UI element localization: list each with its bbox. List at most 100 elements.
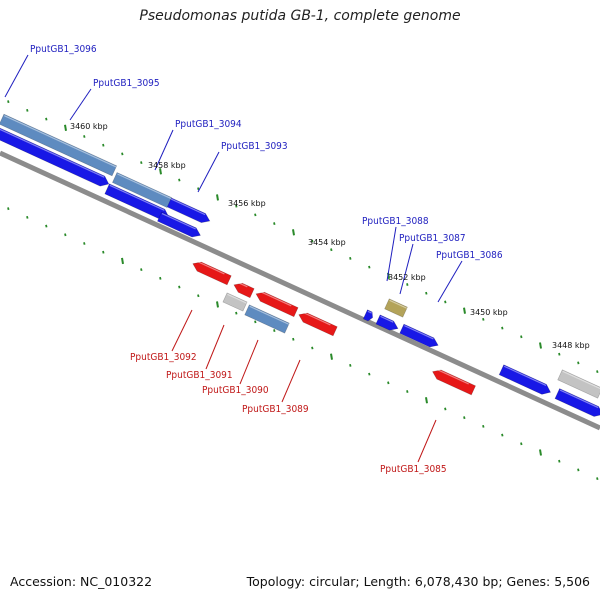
minor-tick-mark	[178, 285, 181, 289]
minor-tick-mark	[26, 215, 29, 219]
gene-label[interactable]: PputGB1_3094	[175, 119, 242, 130]
minor-tick-mark	[83, 135, 86, 138]
minor-tick-mark	[577, 468, 580, 472]
accession-text: Accession: NC_010322	[10, 574, 153, 589]
kbp-tick-label: 3458 kbp	[148, 161, 186, 170]
gene-label[interactable]: PputGB1_3088	[362, 216, 429, 227]
cds-feature-arrow[interactable]	[244, 304, 290, 334]
minor-tick-mark	[102, 250, 105, 254]
label-leader-line	[399, 243, 414, 295]
minor-tick-mark	[292, 337, 295, 341]
kbp-tick-label: 3448 kbp	[552, 341, 590, 350]
kbp-tick-label: 3452 kbp	[388, 273, 426, 282]
gene-label[interactable]: PputGB1_3086	[436, 250, 503, 261]
pseudogene-feature[interactable]	[557, 369, 600, 399]
gene-label[interactable]: PputGB1_3095	[93, 78, 160, 89]
minor-tick-mark	[273, 222, 276, 226]
minor-tick-mark	[425, 291, 428, 295]
minor-tick-mark	[235, 204, 238, 208]
gene-label[interactable]: PputGB1_3091	[166, 370, 233, 381]
reverse-cds-arrow[interactable]	[232, 280, 255, 299]
label-leader-line	[281, 359, 301, 403]
gene-label[interactable]: PputGB1_3096	[30, 44, 97, 55]
minor-tick-mark	[368, 372, 371, 376]
minor-tick-mark	[159, 276, 162, 280]
major-tick-mark	[425, 397, 428, 404]
kbp-tick-label: 3456 kbp	[228, 199, 266, 208]
minor-tick-mark	[596, 477, 599, 481]
minor-tick-mark	[596, 370, 599, 374]
cds-feature-arrow[interactable]	[0, 113, 118, 177]
minor-tick-mark	[482, 424, 485, 428]
forward-cds-arrow[interactable]	[399, 323, 441, 350]
gene-label[interactable]: PputGB1_3092	[130, 352, 197, 363]
label-leader-line	[239, 339, 259, 385]
minor-tick-mark	[406, 283, 409, 286]
minor-tick-mark	[577, 361, 580, 365]
label-leader-line	[4, 54, 29, 98]
minor-tick-mark	[520, 335, 523, 339]
minor-tick-mark	[330, 248, 333, 252]
minor-tick-mark	[349, 256, 352, 260]
inner-tick-ring	[7, 207, 599, 481]
minor-tick-mark	[45, 224, 48, 228]
major-tick-mark	[539, 449, 542, 456]
minor-tick-mark	[140, 161, 143, 165]
forward-cds-arrow[interactable]	[375, 314, 400, 333]
minor-tick-mark	[140, 268, 143, 272]
rna-feature[interactable]	[384, 298, 408, 318]
reverse-cds-arrow[interactable]	[254, 289, 299, 318]
minor-tick-mark	[463, 416, 466, 420]
label-leader-line	[417, 419, 437, 463]
minor-tick-mark	[254, 213, 257, 217]
minor-tick-mark	[349, 363, 352, 367]
minor-tick-mark	[406, 390, 409, 393]
gene-label[interactable]: PputGB1_3090	[202, 385, 269, 396]
minor-tick-mark	[83, 242, 86, 245]
cds-feature-arrow[interactable]	[112, 172, 172, 208]
minor-tick-mark	[558, 459, 561, 463]
minor-tick-mark	[311, 239, 314, 243]
label-leader-line	[205, 324, 225, 370]
reverse-cds-arrow[interactable]	[191, 259, 232, 286]
minor-tick-mark	[368, 265, 371, 269]
minor-tick-mark	[102, 143, 105, 147]
minor-tick-mark	[520, 442, 523, 446]
major-tick-mark	[539, 342, 542, 349]
minor-tick-mark	[235, 311, 238, 315]
minor-tick-mark	[311, 346, 314, 350]
minor-tick-mark	[501, 326, 504, 330]
gene-label[interactable]: PputGB1_3089	[242, 404, 309, 415]
reverse-cds-arrow[interactable]	[430, 367, 476, 396]
genome-backbone	[0, 150, 600, 431]
gene-label[interactable]: PputGB1_3093	[221, 141, 288, 152]
minor-tick-mark	[26, 108, 29, 112]
minor-tick-mark	[558, 352, 561, 356]
pseudogene-feature[interactable]	[222, 292, 248, 312]
forward-cds-arrow[interactable]	[498, 364, 553, 397]
feature-track	[0, 113, 600, 420]
label-leader-line	[386, 226, 397, 282]
gene-label[interactable]: PputGB1_3085	[380, 464, 447, 475]
major-tick-mark	[463, 307, 466, 314]
map-title: Pseudomonas putida GB-1, complete genome	[139, 8, 461, 24]
kbp-tick-label: 3450 kbp	[470, 308, 508, 317]
label-leader-line	[437, 260, 463, 303]
minor-tick-mark	[121, 152, 124, 156]
major-tick-mark	[121, 257, 124, 265]
minor-tick-mark	[7, 100, 10, 104]
minor-tick-mark	[197, 187, 200, 191]
label-leader-line	[171, 309, 193, 352]
forward-cds-arrow[interactable]	[157, 211, 202, 240]
major-tick-mark	[216, 301, 219, 308]
reverse-cds-arrow[interactable]	[297, 310, 338, 337]
minor-tick-mark	[178, 178, 181, 182]
label-leader-line	[197, 151, 220, 193]
forward-cds-arrow[interactable]	[554, 388, 600, 420]
gene-label[interactable]: PputGB1_3087	[399, 233, 466, 244]
minor-tick-mark	[444, 300, 447, 304]
major-tick-mark	[216, 194, 219, 201]
forward-cds-arrow[interactable]	[0, 126, 111, 189]
forward-cds-arrow[interactable]	[362, 309, 374, 322]
